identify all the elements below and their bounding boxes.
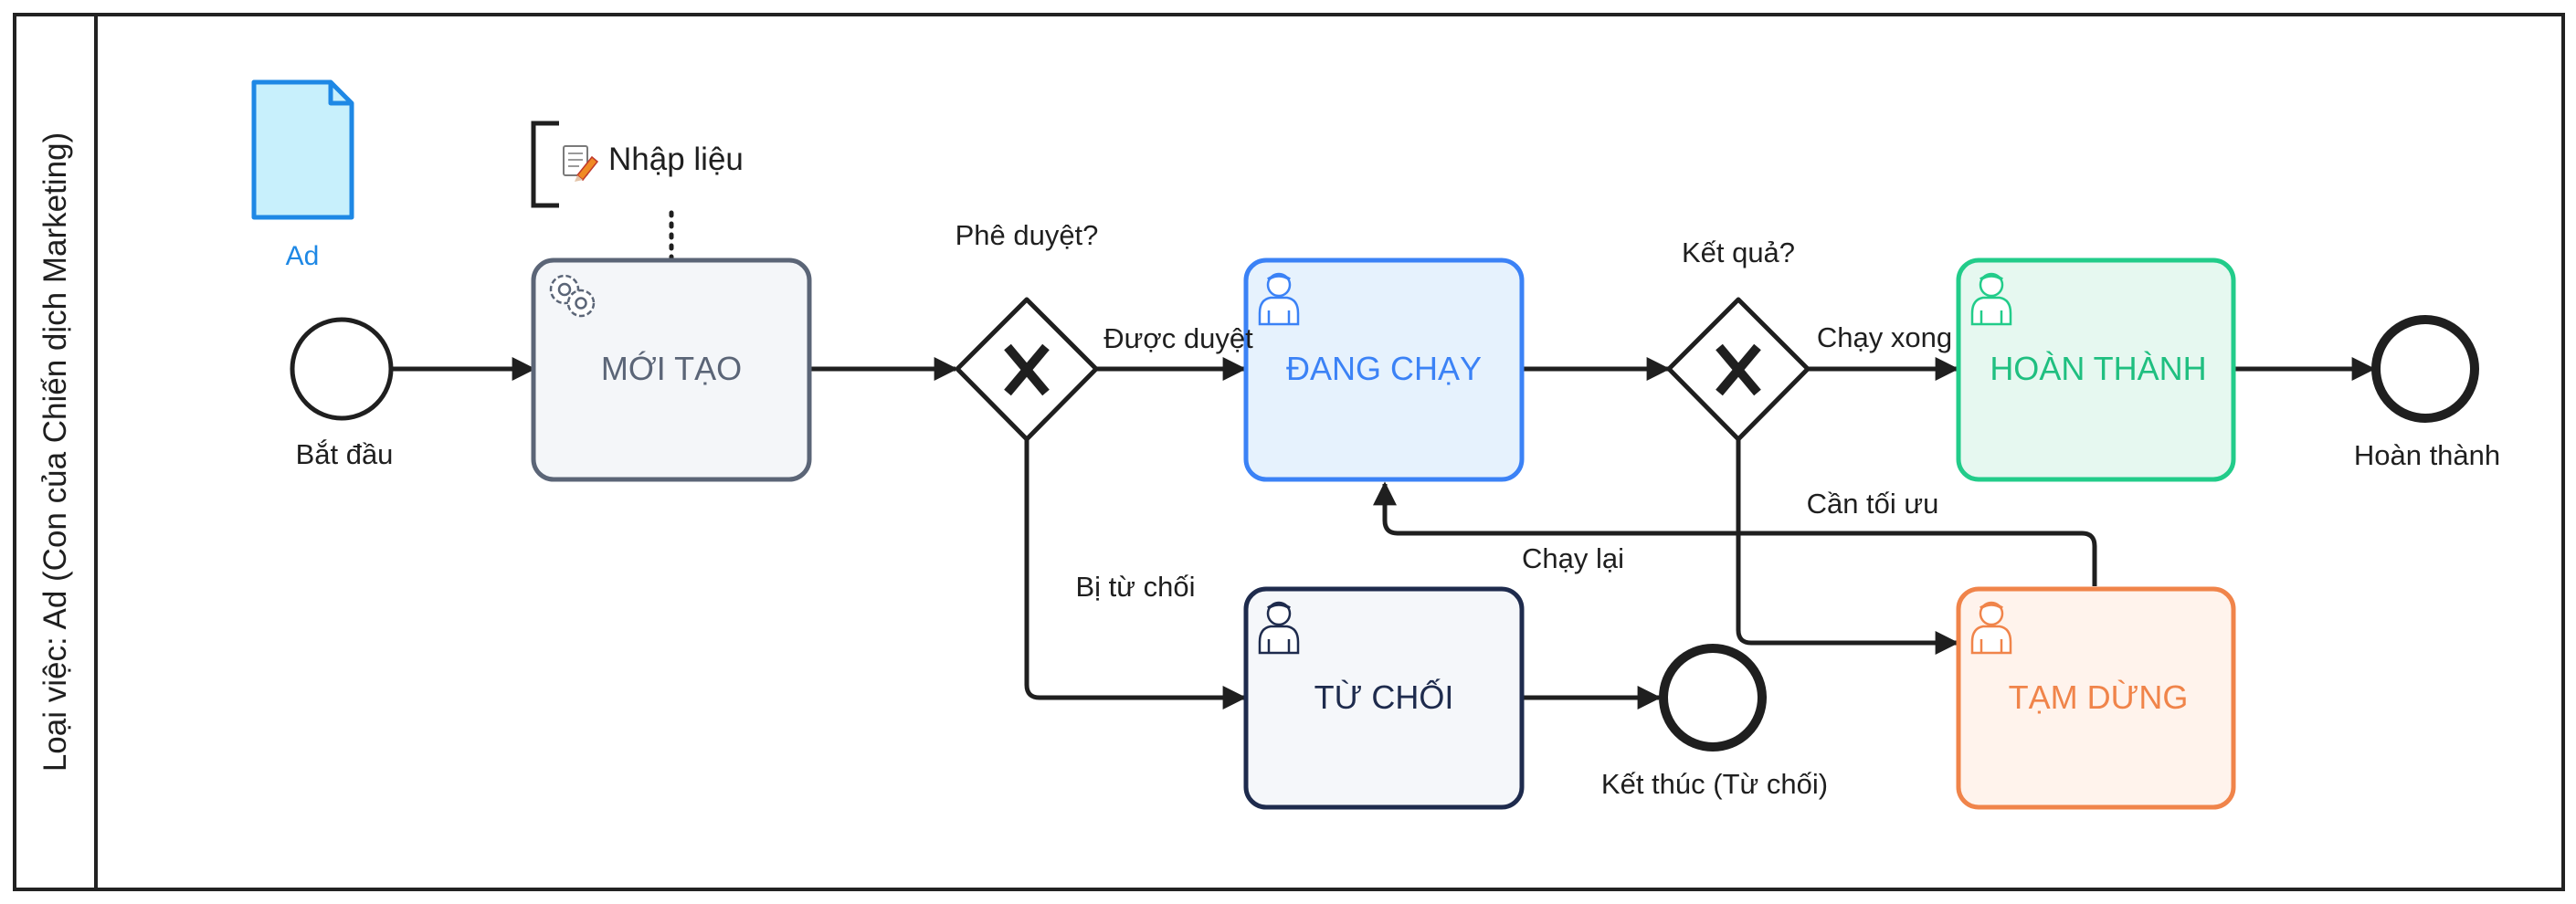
file-icon <box>251 79 354 220</box>
task-running[interactable]: ĐANG CHẠY <box>1243 258 1525 482</box>
flow-rejected[interactable] <box>1024 439 1247 710</box>
start-event[interactable]: Bắt đầu <box>290 317 394 470</box>
task-paused-label: TẠM DỪNG <box>2009 678 2189 716</box>
task-done-label: HOÀN THÀNH <box>1990 350 2206 387</box>
task-rejected[interactable]: TỪ CHỐI <box>1243 586 1525 810</box>
flow-label-optimize: Cần tối ưu <box>1807 488 1939 520</box>
gear-icon <box>549 274 596 318</box>
flow-label-finished: Chạy xong <box>1817 321 1952 353</box>
task-new[interactable]: MỚI TẠO <box>531 258 812 482</box>
end-event-rejected-label: Kết thúc (Từ chối) <box>1601 768 1828 800</box>
memo-pencil-icon <box>563 145 599 182</box>
task-running-label: ĐANG CHẠY <box>1286 350 1482 387</box>
task-rejected-label: TỪ CHỐI <box>1314 678 1454 716</box>
flow-rerun[interactable] <box>1373 481 2097 586</box>
start-event-label: Bắt đầu <box>296 438 394 470</box>
end-event-done-label: Hoàn thành <box>2354 439 2500 471</box>
annotation-label: Nhập liệu <box>608 142 744 177</box>
exclusive-x-icon <box>1716 343 1761 396</box>
user-icon <box>1258 601 1300 655</box>
user-icon <box>1970 601 2012 655</box>
data-object-ad[interactable]: Ad <box>251 79 354 271</box>
user-icon <box>1970 272 2012 326</box>
task-done[interactable]: HOÀN THÀNH <box>1956 258 2236 482</box>
user-icon <box>1258 272 1300 326</box>
task-new-label: MỚI TẠO <box>601 350 742 387</box>
gateway-result-label: Kết quả? <box>1682 237 1795 268</box>
pool-label: Loại việc: Ad (Con của Chiến dịch Market… <box>37 132 73 772</box>
flow-label-approved: Được duyệt <box>1103 322 1253 354</box>
end-event-rejected[interactable]: Kết thúc (Từ chối) <box>1601 644 1828 800</box>
gateway-approval-label: Phê duyệt? <box>955 219 1099 251</box>
sequence-flows <box>393 357 2376 710</box>
flow-label-rejected: Bị từ chối <box>1075 571 1195 603</box>
gateway-approval[interactable]: Phê duyệt? <box>955 219 1099 442</box>
flow-label-rerun: Chạy lại <box>1522 542 1624 574</box>
text-annotation[interactable]: Nhập liệu <box>531 121 744 208</box>
gateway-result[interactable]: Kết quả? <box>1666 237 1811 442</box>
flow-optimize[interactable] <box>1736 439 1959 655</box>
end-event-done[interactable]: Hoàn thành <box>2354 315 2500 471</box>
data-object-label: Ad <box>286 241 320 271</box>
task-paused[interactable]: TẠM DỪNG <box>1956 586 2236 810</box>
exclusive-x-icon <box>1004 343 1050 396</box>
